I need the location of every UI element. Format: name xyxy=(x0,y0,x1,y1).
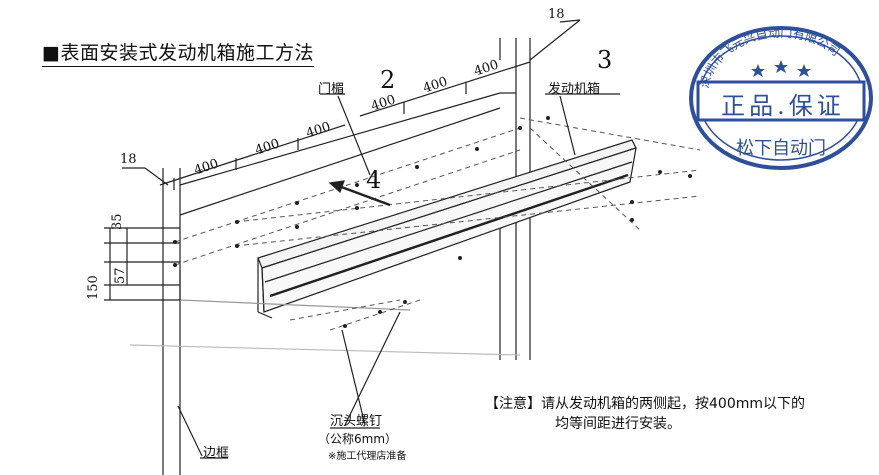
dim-18-left: 18 xyxy=(120,152,137,167)
installation-note: 【注意】请从发动机箱的两侧起，按400mm以下的 均等间距进行安装。 xyxy=(485,394,805,434)
screw-spec-label: （公称6mm） xyxy=(318,432,398,446)
note-line-1: 【注意】请从发动机箱的两侧起，按400mm以下的 xyxy=(485,396,805,412)
dim-35: 35 xyxy=(110,213,125,230)
dim-150: 150 xyxy=(86,275,101,300)
dim-57: 57 xyxy=(113,267,128,284)
stamp-bottom-text: 松下自动门 xyxy=(736,138,826,159)
step-number-2: 2 xyxy=(380,66,396,94)
side-frame-label: 边框 xyxy=(203,446,230,461)
motor-box-label: 发动机箱 xyxy=(548,82,601,97)
dim-18-top: 18 xyxy=(548,7,565,22)
stamp-main-text: 正品.保证 xyxy=(721,92,845,120)
screw-label: 沉头螺钉 xyxy=(330,414,383,429)
step-number-4: 4 xyxy=(366,166,382,194)
page-title: ■表面安装式发动机箱施工方法 xyxy=(42,38,314,67)
screw-note-label: ※施工代理店准备 xyxy=(328,451,407,462)
door-lintel-label: 门楣 xyxy=(318,82,345,97)
step-number-3: 3 xyxy=(597,46,613,74)
authenticity-stamp-seal: 深圳市飞元兴自动门有限公司 松下自动门 xyxy=(689,25,873,170)
note-line-2: 均等间距进行安装。 xyxy=(555,416,681,432)
